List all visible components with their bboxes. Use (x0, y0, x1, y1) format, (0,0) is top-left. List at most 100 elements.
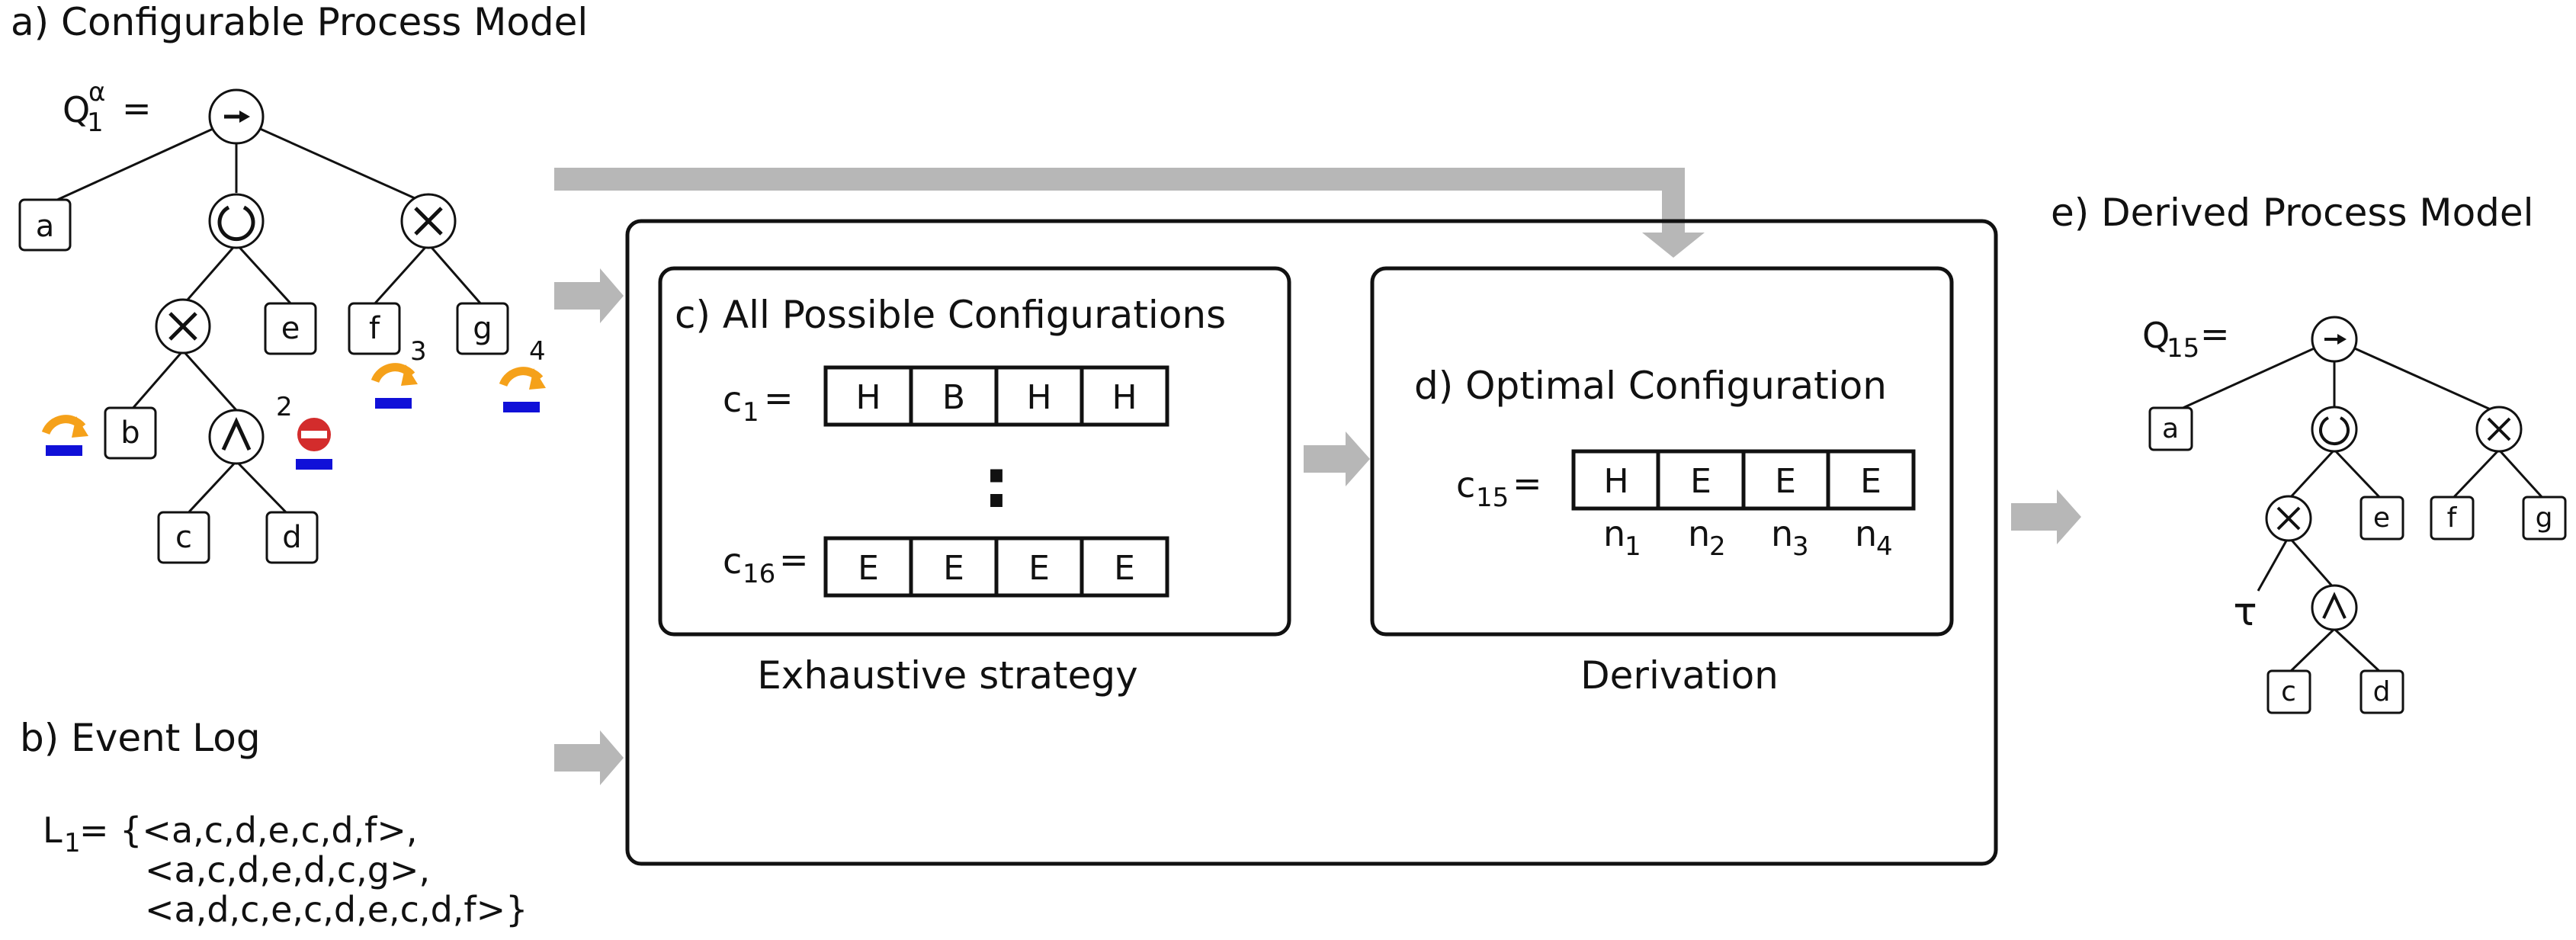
hide-icon (499, 367, 546, 412)
flow-arrows (554, 168, 2081, 785)
svg-text:f: f (369, 311, 380, 346)
svg-text:g: g (473, 311, 492, 346)
config-c15: c 15 = H E E E (1456, 449, 1916, 513)
block-icon (296, 418, 332, 470)
sequence-operator (208, 88, 265, 145)
model-symbol: Q (63, 89, 90, 130)
svg-text:E: E (1690, 462, 1711, 501)
port-number-3: 3 (410, 336, 427, 367)
svg-text:E: E (858, 549, 879, 588)
svg-text:=: = (779, 539, 809, 580)
svg-text:E: E (1775, 462, 1796, 501)
leaf-a: a (2148, 406, 2193, 451)
leaf-f: f (2430, 496, 2475, 541)
log-subscript: 1 (64, 828, 81, 858)
panel-a-model-label: Q 1 α = (63, 77, 152, 138)
svg-text:H: H (1603, 462, 1628, 501)
xor-operator (2475, 406, 2523, 453)
panel-c-caption: Exhaustive strategy (757, 653, 1138, 698)
xor-operator (155, 298, 211, 355)
svg-text:16: 16 (743, 559, 775, 589)
svg-text:d: d (2373, 676, 2391, 707)
model-to-derivation-arrow (554, 168, 1705, 258)
panel-e-title: e) Derived Process Model (2051, 191, 2534, 235)
loop-operator (208, 193, 265, 249)
svg-text:b: b (120, 415, 140, 451)
svg-text:H: H (1112, 378, 1137, 417)
svg-text:c: c (2281, 676, 2296, 707)
config-c16: c 16 = E E E E (723, 536, 1169, 598)
model-symbol: Q (2142, 315, 2170, 356)
panel-d-box (1370, 266, 1954, 637)
log-trace-2: <a,c,d,e,d,c,g>, (145, 849, 430, 890)
log-trace-1: = {<a,c,d,e,c,d,f>, (79, 810, 418, 851)
leaf-d: d (265, 511, 319, 564)
svg-text:15: 15 (1476, 483, 1509, 513)
model-equals: = (2200, 313, 2230, 355)
model-subscript: 15 (2167, 333, 2199, 364)
panel-e-model-label: Q 15 = (2142, 313, 2230, 364)
svg-text:a: a (2162, 413, 2179, 444)
panel-a-title: a) Configurable Process Model (11, 0, 588, 44)
config-c1: c 1 = H B H H (723, 365, 1169, 428)
port-number-2: 2 (276, 392, 293, 422)
sequence-operator (2311, 316, 2358, 363)
svg-text:=: = (1513, 463, 1542, 504)
node-label-n4: n (1855, 513, 1877, 554)
svg-text:1: 1 (1625, 531, 1641, 562)
xor-operator (2265, 495, 2312, 542)
event-log: L 1 = {<a,c,d,e,c,d,f>, <a,c,d,e,d,c,g>,… (43, 810, 528, 930)
xor-operator (400, 193, 457, 249)
svg-text:E: E (943, 549, 964, 588)
leaf-c: c (157, 511, 210, 564)
and-operator (208, 409, 265, 465)
leaf-a: a (18, 198, 72, 252)
leaf-e: e (264, 302, 317, 355)
and-operator (2311, 584, 2358, 631)
svg-text:a: a (36, 209, 55, 244)
panel-d-title: d) Optimal Configuration (1414, 364, 1887, 408)
leaf-g: g (2522, 496, 2567, 541)
svg-text:c: c (175, 520, 192, 555)
panel-c-title: c) All Possible Configurations (675, 293, 1226, 337)
svg-text:c: c (1456, 464, 1475, 505)
approach-frame (625, 219, 1998, 866)
panel-d-caption: Derivation (1580, 653, 1779, 698)
panel-c-box (658, 266, 1291, 637)
svg-text:E: E (1860, 462, 1881, 501)
leaf-c: c (2266, 669, 2311, 714)
loop-operator (2311, 406, 2358, 453)
exhaustive-to-optimal-arrow (1304, 432, 1370, 486)
node-labels: n 1 n 2 n 3 n 4 (1603, 513, 1893, 562)
node-label-n3: n (1771, 513, 1793, 554)
svg-text:3: 3 (1792, 531, 1809, 562)
log-symbol: L (43, 810, 63, 851)
model-equals: = (122, 88, 152, 129)
tau-silent-step: τ (2233, 589, 2257, 635)
panel-a-tree-edges (47, 117, 483, 520)
hide-icon (371, 363, 418, 409)
hide-icon (41, 415, 88, 456)
svg-text:e: e (281, 311, 300, 346)
svg-text:=: = (764, 377, 794, 419)
output-arrow (2011, 489, 2081, 544)
log-trace-3: <a,d,c,e,c,d,e,c,d,f>} (145, 889, 528, 930)
leaf-b: b (104, 406, 157, 460)
log-input-arrow (554, 730, 624, 785)
port-number-4: 4 (529, 336, 546, 367)
svg-text:E: E (1028, 549, 1050, 588)
panel-e-tree-edges (2170, 338, 2546, 675)
node-label-n1: n (1603, 513, 1625, 554)
svg-text:c: c (723, 379, 742, 420)
leaf-d: d (2359, 669, 2404, 714)
leaf-f: f (348, 302, 401, 355)
svg-text:E: E (1114, 549, 1135, 588)
svg-text:1: 1 (743, 397, 759, 428)
svg-text:f: f (2447, 502, 2458, 534)
ellipsis-marker: : (983, 444, 1010, 524)
model-subscript: 1 (87, 107, 104, 138)
node-label-n2: n (1688, 513, 1710, 554)
svg-text:c: c (723, 541, 742, 582)
svg-text:d: d (282, 520, 301, 555)
